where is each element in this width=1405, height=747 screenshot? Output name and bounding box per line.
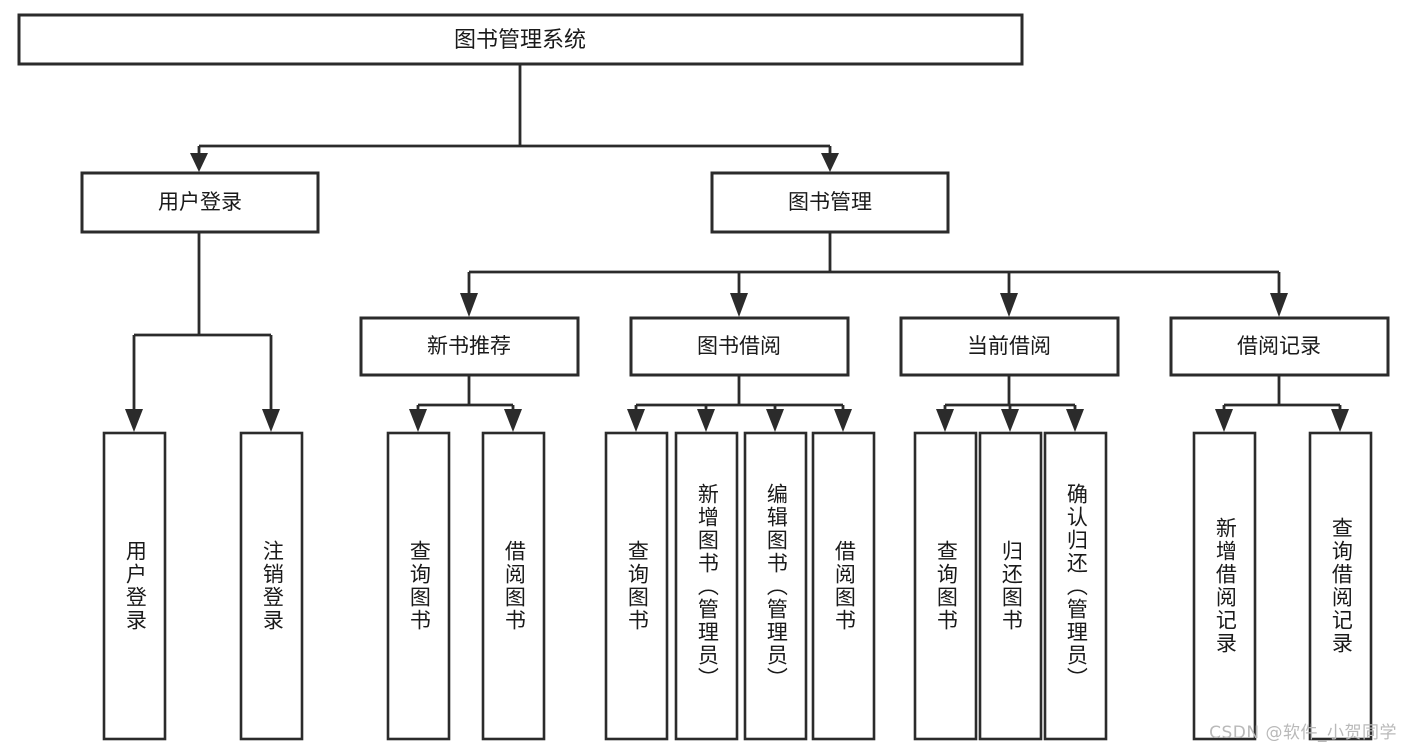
leaf-box-user-login[interactable] — [102, 431, 167, 741]
leaf-box-query-book-2[interactable] — [604, 431, 669, 741]
leaf-box-add-record[interactable] — [1192, 431, 1257, 741]
arrow-head-leaf-add-book — [697, 409, 715, 432]
connector-group-user-login — [125, 232, 280, 432]
connector-group-book-borrow — [627, 375, 852, 432]
arrow-head-book-borrow — [730, 293, 748, 317]
leaf-box-edit-book[interactable] — [743, 431, 808, 741]
leaf-box-borrow-book-2[interactable] — [811, 431, 876, 741]
leaf-box-query-record[interactable] — [1308, 431, 1373, 741]
csdn-watermark: CSDN @软件_小贺同学 — [1209, 723, 1397, 743]
node-borrow-record[interactable]: 借阅记录 — [1169, 316, 1390, 377]
connector-group-book-manage — [460, 232, 1288, 317]
node-book-borrow-box[interactable] — [629, 316, 850, 377]
leaf-box-return-book[interactable] — [978, 431, 1043, 741]
arrow-head-user-login — [190, 153, 208, 172]
arrow-head-leaf-query-book-2 — [627, 409, 645, 432]
arrow-head-leaf-query-book-1 — [409, 409, 427, 432]
arrow-head-leaf-borrow-book-2 — [834, 409, 852, 432]
arrow-head-leaf-confirm-return — [1066, 409, 1084, 432]
arrow-head-leaf-borrow-book-1 — [504, 409, 522, 432]
node-new-book-recommend[interactable]: 新书推荐 — [359, 316, 580, 377]
node-book-manage-box[interactable] — [710, 171, 950, 234]
leaf-boxes — [102, 431, 1373, 741]
arrow-head-new-book-recommend — [460, 293, 478, 317]
arrow-head-leaf-user-login — [125, 409, 143, 432]
arrow-head-leaf-return-book — [1001, 409, 1019, 432]
node-current-borrow-box[interactable] — [899, 316, 1120, 377]
arrow-head-leaf-user-logout — [262, 409, 280, 432]
node-user-login[interactable]: 用户登录 — [80, 171, 320, 234]
leaf-box-add-book[interactable] — [674, 431, 739, 741]
connector-group-borrow-record — [1215, 375, 1349, 432]
arrow-head-leaf-query-record — [1331, 409, 1349, 432]
arrow-head-book-manage — [821, 153, 839, 172]
arrow-head-leaf-add-record — [1215, 409, 1233, 432]
node-book-manage[interactable]: 图书管理 — [710, 171, 950, 234]
arrow-head-leaf-query-book-3 — [936, 409, 954, 432]
arrow-head-current-borrow — [1000, 293, 1018, 317]
connector-group-current-borrow — [936, 375, 1084, 432]
node-borrow-record-label: 借阅记录 — [1237, 334, 1321, 358]
node-root-box[interactable] — [17, 13, 1024, 66]
leaf-box-query-book-1[interactable] — [386, 431, 451, 741]
arrow-head-leaf-edit-book — [766, 409, 784, 432]
node-borrow-record-box[interactable] — [1169, 316, 1390, 377]
node-book-manage-label: 图书管理 — [788, 190, 872, 214]
leaf-box-query-book-3[interactable] — [913, 431, 978, 741]
leaf-box-user-logout[interactable] — [239, 431, 304, 741]
node-current-borrow[interactable]: 当前借阅 — [899, 316, 1120, 377]
node-book-borrow-label: 图书借阅 — [697, 334, 781, 358]
arrow-head-borrow-record — [1270, 293, 1288, 317]
node-root[interactable]: 图书管理系统 — [17, 13, 1024, 66]
node-user-login-box[interactable] — [80, 171, 320, 234]
node-new-book-recommend-box[interactable] — [359, 316, 580, 377]
node-root-label: 图书管理系统 — [454, 28, 586, 53]
connector-group-new-book-recommend — [409, 375, 522, 432]
leaf-box-borrow-book-1[interactable] — [481, 431, 546, 741]
leaf-box-confirm-return[interactable] — [1043, 431, 1108, 741]
connector-group-root — [190, 64, 839, 172]
node-user-login-label: 用户登录 — [158, 190, 242, 214]
node-new-book-recommend-label: 新书推荐 — [427, 334, 511, 358]
node-current-borrow-label: 当前借阅 — [967, 334, 1051, 358]
node-book-borrow[interactable]: 图书借阅 — [629, 316, 850, 377]
